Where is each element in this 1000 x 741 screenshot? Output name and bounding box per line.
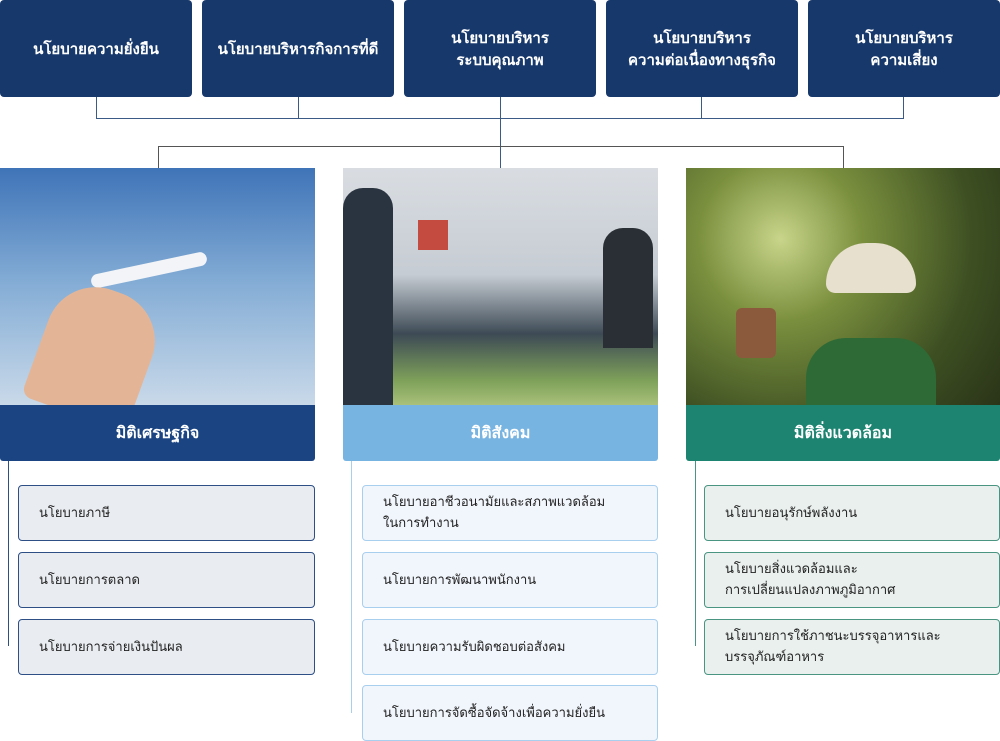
woman-plant-photo <box>686 168 1000 405</box>
top-policy-governance: นโยบายบริหารกิจการที่ดี <box>202 0 394 97</box>
policy-item: นโยบายอนุรักษ์พลังงาน <box>704 485 1000 541</box>
policy-item: นโยบายความรับผิดชอบต่อสังคม <box>362 619 658 675</box>
policy-item: นโยบายการตลาด <box>18 552 315 608</box>
policy-item: นโยบายภาษี <box>18 485 315 541</box>
policy-item: นโยบายสิ่งแวดล้อมและ การเปลี่ยนแปลงภาพภู… <box>704 552 1000 608</box>
top-policy-risk: นโยบายบริหาร ความเสี่ยง <box>808 0 1000 97</box>
greenhouse-team-photo <box>343 168 658 405</box>
policy-item: นโยบายการจัดซื้อจัดจ้างเพื่อความยั่งยืน <box>362 685 658 741</box>
policy-item: นโยบายการจ่ายเงินปันผล <box>18 619 315 675</box>
environment-header: มิติสิ่งแวดล้อม <box>686 405 1000 461</box>
economic-header: มิติเศรษฐกิจ <box>0 405 315 461</box>
policy-item: นโยบายอาชีวอนามัยและสภาพแวดล้อม ในการทำง… <box>362 485 658 541</box>
social-header: มิติสังคม <box>343 405 658 461</box>
top-policy-sustainability: นโยบายความยั่งยืน <box>0 0 192 97</box>
policy-item: นโยบายการพัฒนาพนักงาน <box>362 552 658 608</box>
policy-item: นโยบายการใช้ภาชนะบรรจุอาหารและ บรรจุภัณฑ… <box>704 619 1000 675</box>
top-policy-quality: นโยบายบริหาร ระบบคุณภาพ <box>404 0 596 97</box>
top-policy-continuity: นโยบายบริหาร ความต่อเนื่องทางธุรกิจ <box>606 0 798 97</box>
airplane-photo <box>0 168 315 405</box>
